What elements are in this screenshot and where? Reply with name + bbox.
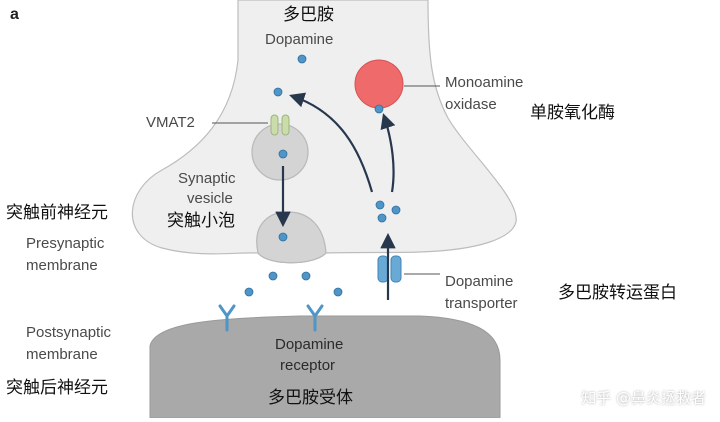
receptor-label-en-1: Dopamine [275,336,344,353]
dopamine-label-zh: 多巴胺 [283,5,334,25]
presynaptic-membrane-label-en-1: Presynaptic [26,235,105,252]
dopamine-molecule [333,287,343,297]
dopamine-molecule [375,200,385,210]
dopamine-molecule [377,213,387,223]
receptor-label-en-2: receptor [280,357,336,374]
vmat2-label: VMAT2 [146,114,195,131]
presynaptic-neuron-label-zh: 突触前神经元 [6,203,108,223]
postsynaptic-terminal [149,315,501,419]
dopamine-molecule [391,205,401,215]
monoamine-oxidase [354,59,404,109]
docked-vesicle [256,211,327,264]
dopamine-molecule [301,271,311,281]
postsynaptic-neuron-label-zh: 突触后神经元 [6,378,108,398]
dat-label-en-2: transporter [445,295,518,312]
synaptic-vesicle-label-en-2: vesicle [187,190,233,207]
dopamine-molecule [297,54,307,64]
reuptake-to-vesicle-arrow [289,92,374,193]
postsynaptic-membrane-label-en-2: membrane [26,346,98,363]
dopamine-molecule [278,232,288,242]
reuptake-to-mao-arrow [380,113,396,193]
synaptic-vesicle-label-zh: 突触小泡 [167,211,235,231]
watermark: 知乎 @鼻炎拯救者 [581,389,706,407]
dopamine-receptor [306,304,324,332]
receptor-label-zh: 多巴胺受体 [268,388,353,408]
dopamine-molecule [268,271,278,281]
synaptic-vesicle-label-en-1: Synaptic [178,170,236,187]
presynaptic-membrane-label-en-2: membrane [26,257,98,274]
dopamine-receptor [218,304,236,332]
postsynaptic-membrane-label-en-1: Postsynaptic [26,324,112,341]
mao-label-en-2: oxidase [445,96,497,113]
dopamine-molecule [273,87,283,97]
dopamine-molecule [278,149,288,159]
dat-label-zh: 多巴胺转运蛋白 [558,283,677,303]
dopamine-molecule [244,287,254,297]
dat-label-en-1: Dopamine [445,273,514,290]
panel-label: a [10,6,19,23]
mao-label-zh: 单胺氧化酶 [530,103,615,123]
dopamine-transporter [377,255,402,283]
mao-label-en-1: Monoamine [445,74,524,91]
vmat2-transporter [270,114,290,136]
dopamine-molecule [374,104,384,114]
dopamine-label-en: Dopamine [265,31,334,48]
